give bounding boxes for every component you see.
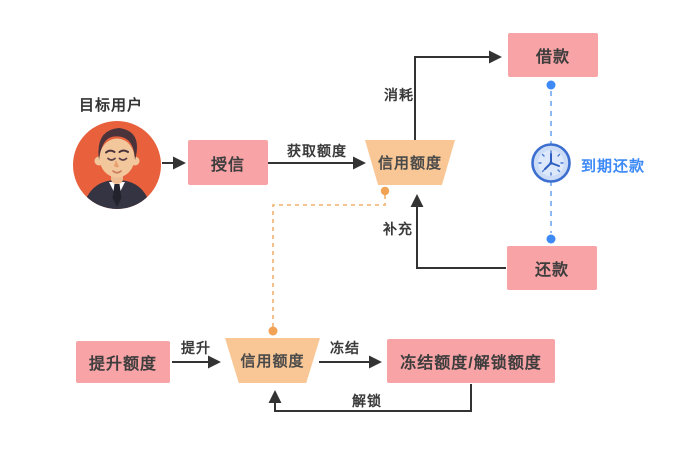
edge-label-raise: 提升 <box>181 340 211 356</box>
edge-credit-to-borrow <box>414 50 502 140</box>
male-user-avatar <box>72 120 162 210</box>
edge-label-get-quota: 获取额度 <box>287 143 347 159</box>
edge-label-freeze: 冻结 <box>330 340 360 356</box>
edge-repay-to-credit <box>410 194 506 269</box>
node-grant-credit: 授信 <box>188 140 268 185</box>
avatar-icon <box>73 121 161 209</box>
dashed-link-dot-bottom <box>268 326 278 336</box>
target-user-label: 目标用户 <box>79 97 144 114</box>
blue-dot-bottom <box>546 234 556 244</box>
dashed-link-dot-top <box>380 186 390 196</box>
node-freeze-unlock-quota: 冻结额度/解锁额度 <box>387 339 555 383</box>
node-credit-limit-bottom: 信用额度 <box>225 338 320 383</box>
edge-label-replenish: 补充 <box>383 221 413 237</box>
clock-icon <box>531 143 571 183</box>
node-borrow: 借款 <box>508 33 598 77</box>
edge-label-consume: 消耗 <box>384 87 414 103</box>
edge-label-unlock: 解锁 <box>352 393 382 409</box>
edge-unlock-return <box>268 384 472 412</box>
node-credit-limit-top: 信用额度 <box>365 140 455 185</box>
node-raise-quota: 提升额度 <box>76 341 170 383</box>
dashed-link-credit-limits <box>272 195 386 327</box>
due-repay-label: 到期还款 <box>581 158 646 175</box>
blue-dot-top <box>546 80 556 90</box>
node-repay: 还款 <box>507 246 597 290</box>
